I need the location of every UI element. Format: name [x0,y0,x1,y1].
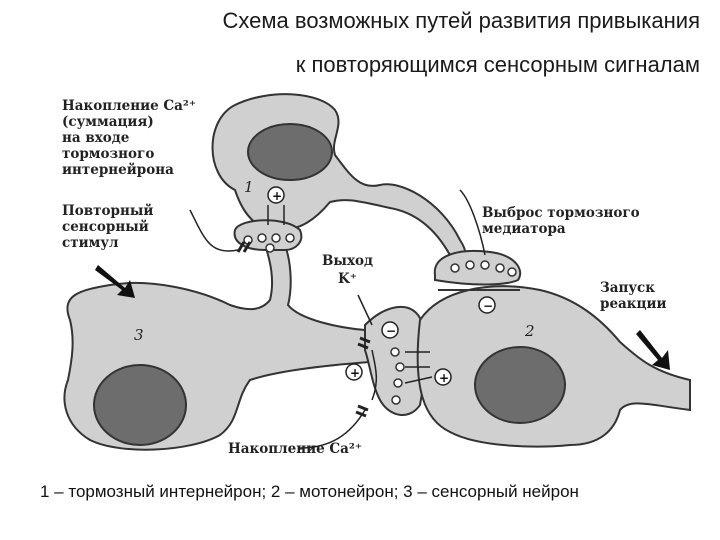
minus-sign-motoneuron: − [483,299,493,313]
label-reaction-trigger: Запуск реакции [600,280,667,312]
figure-caption: 1 – тормозный интернейрон; 2 – мотонейро… [40,482,579,501]
plus-sign-interneuron: + [272,189,282,203]
diagram-title-line-1: Схема возможных путей развития привыкани… [222,8,700,33]
label-k-efflux: Выход K⁺ [322,253,378,287]
habituation-diagram: 1 3 2 + − − + + [62,93,691,457]
arrows [189,189,486,449]
sensory-neuron-3-number: 3 [134,326,144,344]
motoneuron-nucleus [474,346,566,424]
sensory-nucleus [93,364,187,446]
label-mediator-release: Выброс тормозного медиатора [482,205,644,237]
ion-channels [236,241,371,418]
minus-sign-terminal: − [386,324,396,338]
vesicles [243,233,517,405]
diagram-title-line-2: к повторяющимся сенсорным сигналам [295,52,700,77]
interneuron-terminal [433,249,522,286]
stimulus-arrow [95,265,135,298]
interneuron-1-nucleus [247,123,333,181]
reaction-arrow [636,330,670,370]
plus-sign-motoneuron: + [439,371,449,385]
label-repeated-stimulus: Повторный сенсорный стимул [62,203,158,251]
label-ca-accumulation-bottom: Накопление Ca²⁺ [228,441,362,457]
label-ca-summation: Накопление Ca²⁺ (суммация) на входе торм… [62,98,201,178]
sign-markers [267,186,496,386]
sensory-terminal-2 [364,305,426,416]
motoneuron-2-number: 2 [524,322,535,340]
plus-sign-sensory: + [350,366,360,380]
interneuron-1-number: 1 [244,178,254,196]
